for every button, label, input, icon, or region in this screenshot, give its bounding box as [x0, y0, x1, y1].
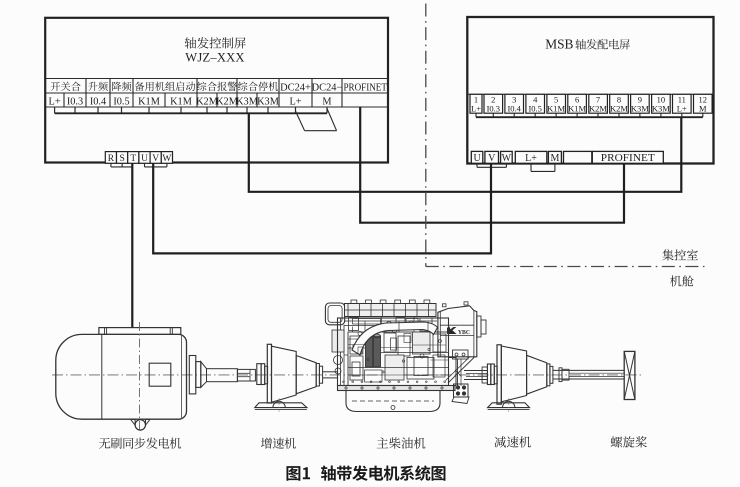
- svg-text:R: R: [108, 154, 115, 164]
- svg-text:PROFINET: PROFINET: [343, 82, 387, 93]
- svg-text:K2M: K2M: [589, 103, 607, 113]
- svg-text:9: 9: [638, 95, 642, 105]
- svg-text:5: 5: [554, 95, 558, 105]
- svg-text:K1M: K1M: [568, 103, 586, 113]
- svg-text:I0.4: I0.4: [90, 96, 106, 107]
- svg-text:L+: L+: [471, 103, 481, 113]
- svg-text:L+: L+: [289, 96, 301, 107]
- svg-text:K1M: K1M: [547, 103, 565, 113]
- svg-text:L+: L+: [49, 96, 61, 107]
- svg-text:U: U: [141, 154, 148, 164]
- svg-text:DC24−: DC24−: [312, 82, 343, 93]
- svg-text:1: 1: [474, 95, 478, 105]
- svg-text:I0.3: I0.3: [67, 96, 83, 107]
- svg-text:8: 8: [617, 95, 621, 105]
- svg-text:K1M: K1M: [138, 96, 160, 107]
- svg-text:K2M: K2M: [610, 103, 628, 113]
- svg-text:WJZ–XXX: WJZ–XXX: [185, 50, 244, 64]
- svg-text:K3M: K3M: [652, 103, 670, 113]
- svg-text:10: 10: [657, 95, 666, 105]
- svg-text:3: 3: [512, 95, 516, 105]
- svg-text:4: 4: [533, 95, 538, 105]
- svg-text:K2M: K2M: [196, 96, 218, 107]
- svg-text:YBC: YBC: [458, 330, 470, 336]
- svg-text:L+: L+: [677, 103, 687, 113]
- svg-text:W: W: [502, 153, 512, 164]
- svg-text:L+: L+: [525, 153, 537, 164]
- svg-text:M: M: [322, 96, 331, 107]
- svg-text:I0.5: I0.5: [528, 103, 541, 113]
- svg-text:M: M: [699, 103, 707, 113]
- svg-text:S: S: [119, 154, 124, 164]
- svg-text:K1M: K1M: [170, 96, 192, 107]
- svg-text:12: 12: [699, 95, 708, 105]
- svg-text:6: 6: [575, 95, 579, 105]
- svg-text:DC24+: DC24+: [280, 82, 311, 93]
- svg-text:K3M: K3M: [257, 96, 279, 107]
- svg-text:11: 11: [678, 95, 686, 105]
- svg-text:M: M: [550, 153, 559, 164]
- svg-text:7: 7: [596, 95, 600, 105]
- svg-text:V: V: [152, 154, 159, 164]
- svg-text:I0.5: I0.5: [113, 96, 129, 107]
- svg-text:MSB: MSB: [545, 37, 573, 52]
- svg-text:K3M: K3M: [236, 96, 258, 107]
- svg-text:PROFINET: PROFINET: [601, 153, 655, 164]
- svg-text:2: 2: [491, 95, 495, 105]
- svg-text:T: T: [130, 154, 136, 164]
- svg-text:I0.3: I0.3: [487, 103, 500, 113]
- svg-text:K3M: K3M: [631, 103, 649, 113]
- svg-text:U: U: [473, 153, 481, 164]
- svg-text:W: W: [162, 154, 171, 164]
- svg-text:I0.4: I0.4: [507, 103, 521, 113]
- svg-text:V: V: [488, 153, 496, 164]
- svg-text:K2M: K2M: [216, 96, 238, 107]
